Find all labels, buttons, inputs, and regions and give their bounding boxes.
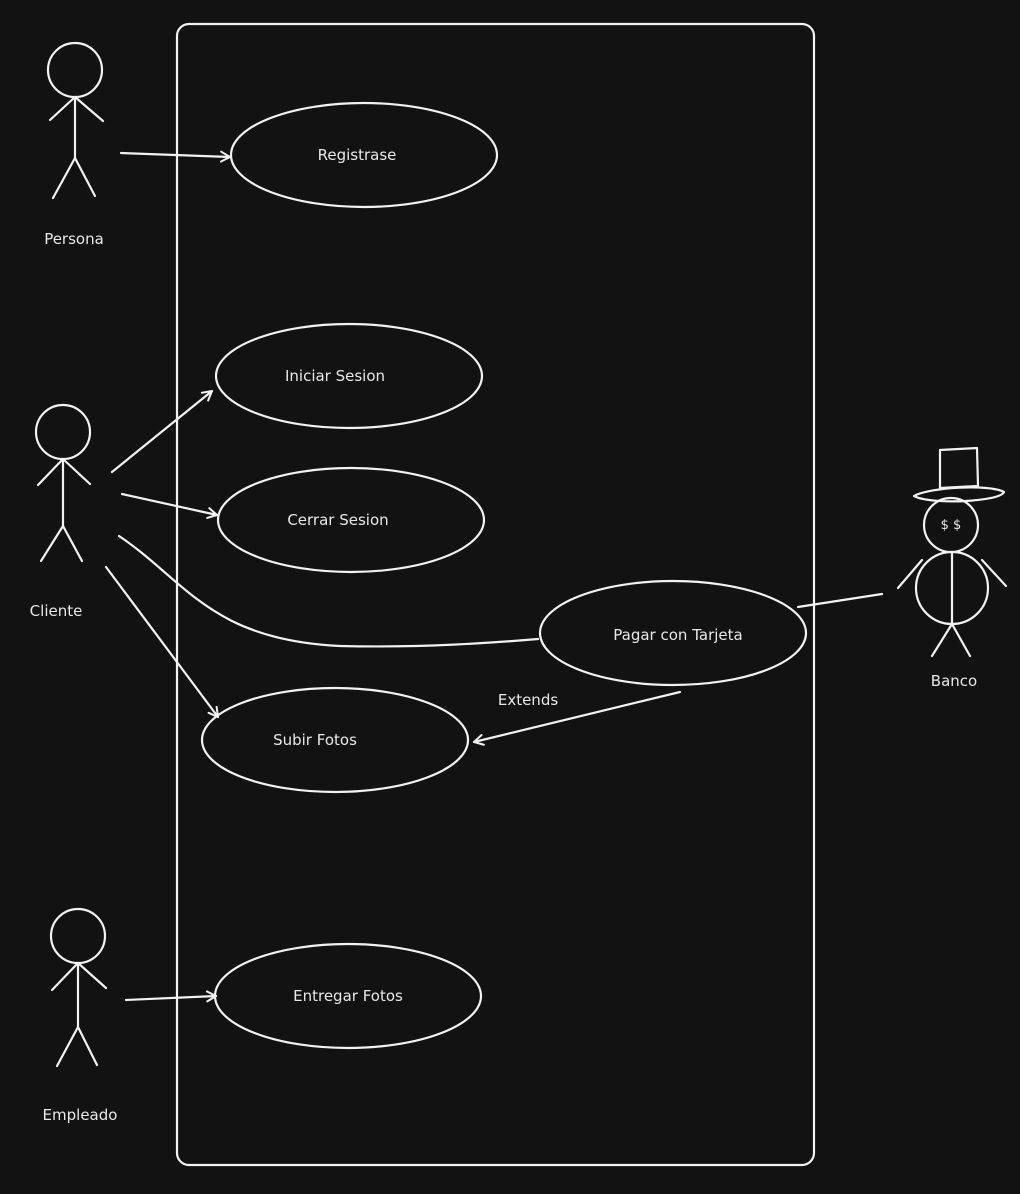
actor-empleado[interactable]: Empleado: [43, 907, 118, 1124]
use-case-pagar-con-tarjeta[interactable]: Pagar con Tarjeta: [538, 579, 808, 687]
association-banco-pagar-con-tarjeta: [796, 592, 884, 609]
association-cliente-subir-fotos: [104, 565, 220, 719]
use-case-iniciar-sesion[interactable]: Iniciar Sesion: [214, 322, 484, 430]
actor-cliente[interactable]: Cliente: [30, 403, 92, 620]
use-case-label: Entregar Fotos: [293, 987, 403, 1005]
association-empleado-entregar-fotos: [124, 990, 218, 1003]
actor-label-empleado: Empleado: [43, 1106, 118, 1124]
actor-label-cliente: Cliente: [30, 602, 83, 620]
use-case-label: Registrase: [318, 146, 397, 164]
use-case-label: Pagar con Tarjeta: [613, 626, 742, 644]
use-case-label: Subir Fotos: [273, 731, 357, 749]
actor-label-banco: Banco: [931, 672, 977, 690]
use-case-entregar-fotos[interactable]: Entregar Fotos: [213, 942, 483, 1050]
use-case-label: Cerrar Sesion: [287, 511, 388, 529]
actor-label-persona: Persona: [44, 230, 104, 248]
association-cliente-iniciar-sesion: [110, 389, 214, 474]
use-case-subir-fotos[interactable]: Subir Fotos: [200, 686, 470, 794]
actor-persona[interactable]: Persona: [44, 41, 105, 248]
use-case-label: Iniciar Sesion: [285, 367, 385, 385]
actor-banco[interactable]: $ $ Banco: [896, 446, 1008, 690]
association-cliente-cerrar-sesion: [120, 492, 219, 519]
association-persona-registrase: [119, 150, 232, 163]
use-case-cerrar-sesion[interactable]: Cerrar Sesion: [216, 466, 486, 574]
actor-head: [34, 403, 92, 461]
use-case-registrase[interactable]: Registrase: [229, 101, 499, 209]
top-hat-icon: [912, 446, 1006, 503]
banco-face: $ $: [941, 518, 962, 533]
extends-arrow: [472, 690, 682, 746]
association-cliente-pagar-con-tarjeta: [117, 534, 540, 648]
extends-label: Extends: [498, 691, 558, 709]
actor-head: [49, 907, 107, 965]
actor-head: [46, 41, 104, 99]
system-boundary: [175, 22, 816, 1167]
